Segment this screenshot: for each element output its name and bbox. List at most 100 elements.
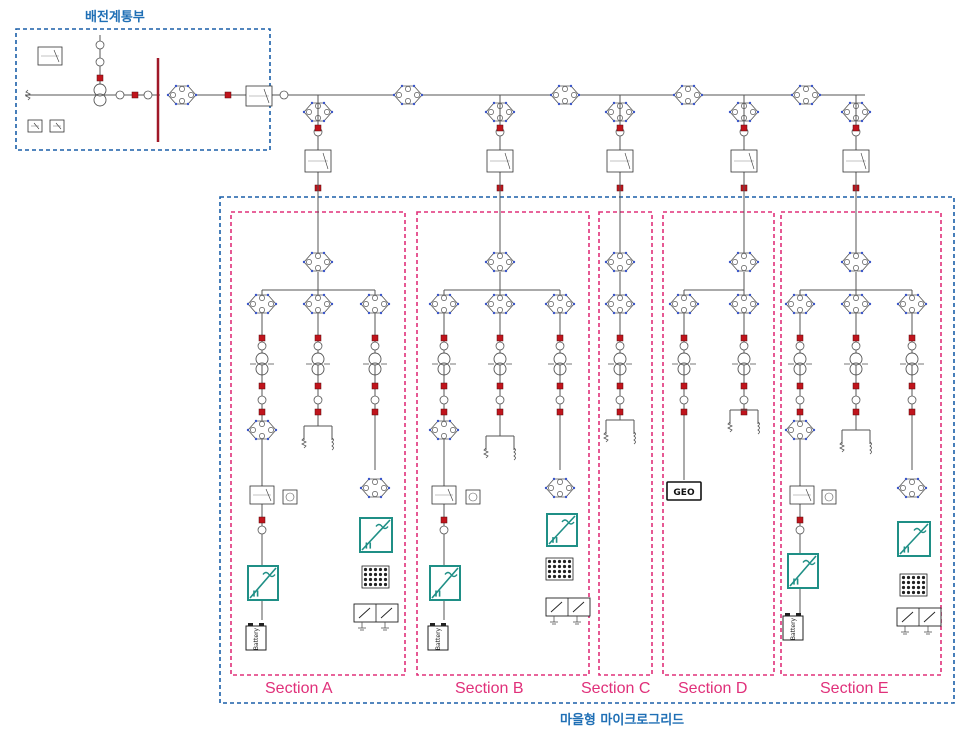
breaker-icon	[908, 408, 916, 416]
meter-cluster-icon	[428, 293, 460, 315]
inverter-icon	[897, 521, 931, 557]
meter-cluster-icon	[604, 293, 636, 315]
meter-cluster-icon	[246, 419, 278, 441]
section-b-frame	[416, 211, 590, 676]
measurement-icon	[95, 40, 105, 50]
breaker-icon	[496, 124, 504, 132]
load-resistor-icon	[25, 89, 31, 101]
measurement-icon	[795, 341, 805, 351]
measurement-icon	[851, 395, 861, 405]
breaker-icon	[616, 124, 624, 132]
microgrid-frame	[219, 196, 955, 704]
breaker-icon	[556, 334, 564, 342]
battery-label: Battery	[790, 617, 797, 640]
breaker-icon	[496, 334, 504, 342]
controller-block-icon	[606, 149, 634, 173]
switch-panel-icon	[896, 607, 942, 627]
breaker-icon	[852, 382, 860, 390]
controller-block-icon	[249, 485, 275, 505]
breaker-icon	[852, 334, 860, 342]
breaker-icon	[314, 382, 322, 390]
measurement-icon	[679, 341, 689, 351]
breaker-icon	[314, 124, 322, 132]
measurement-icon	[257, 341, 267, 351]
transformer-icon	[900, 352, 924, 376]
breaker-icon	[440, 334, 448, 342]
transformer-icon	[548, 352, 572, 376]
transformer-icon	[788, 352, 812, 376]
transformer-icon	[732, 352, 756, 376]
measurement-panel-icon	[821, 489, 837, 505]
meter-cluster-icon	[840, 251, 872, 273]
breaker-icon	[852, 408, 860, 416]
load-resistor-icon	[839, 441, 845, 453]
meter-cluster-icon	[896, 477, 928, 499]
meter-cluster-icon	[544, 293, 576, 315]
breaker-icon	[740, 408, 748, 416]
distribution-system-title: 배전계통부	[85, 10, 145, 25]
meter-cluster-icon	[302, 293, 334, 315]
measurement-icon	[495, 341, 505, 351]
measurement-icon	[495, 395, 505, 405]
transformer-icon	[306, 352, 330, 376]
section-e-label: Section E	[820, 680, 889, 697]
measurement-panel-icon	[282, 489, 298, 505]
transformer-icon	[608, 352, 632, 376]
ground-icon	[381, 622, 389, 631]
breaker-icon	[371, 408, 379, 416]
measurement-icon	[907, 395, 917, 405]
breaker-icon	[440, 408, 448, 416]
meter-cluster-icon	[728, 293, 760, 315]
microgrid-title: 마을형 마이크로그리드	[560, 713, 685, 728]
meter-cluster-icon	[484, 293, 516, 315]
meter-cluster-icon	[544, 477, 576, 499]
breaker-icon	[740, 124, 748, 132]
breaker-icon	[314, 334, 322, 342]
measurement-icon	[615, 341, 625, 351]
load-resistor-icon	[603, 431, 609, 443]
meter-cluster-icon	[604, 251, 636, 273]
battery-label: Battery	[435, 627, 442, 650]
measurement-icon	[739, 341, 749, 351]
section-c-label: Section C	[581, 680, 651, 697]
measurement-icon	[313, 395, 323, 405]
controller-block-icon	[431, 485, 457, 505]
measurement-icon	[95, 57, 105, 67]
inverter-icon	[429, 565, 461, 601]
breaker-icon	[740, 382, 748, 390]
measurement-icon	[279, 90, 289, 100]
section-e-frame	[780, 211, 942, 676]
battery-module-array-icon	[899, 573, 928, 597]
measurement-icon	[851, 341, 861, 351]
load-resistor-icon	[483, 447, 489, 459]
breaker-icon	[556, 382, 564, 390]
breaker-icon	[908, 382, 916, 390]
measurement-icon	[679, 395, 689, 405]
breaker-icon	[796, 408, 804, 416]
transformer-icon	[844, 352, 868, 376]
meter-cluster-icon	[302, 251, 334, 273]
breaker-icon	[314, 408, 322, 416]
measurement-icon	[115, 90, 125, 100]
meter-cluster-icon	[359, 293, 391, 315]
breaker-icon	[440, 516, 448, 524]
measurement-icon	[313, 341, 323, 351]
controller-block-icon	[730, 149, 758, 173]
transformer-icon	[432, 352, 456, 376]
measurement-icon	[739, 395, 749, 405]
breaker-icon	[224, 91, 232, 99]
breaker-icon	[796, 516, 804, 524]
meter-cluster-icon	[672, 84, 704, 106]
measurement-icon	[555, 341, 565, 351]
distribution-system-frame	[15, 28, 271, 151]
geo-generator-icon: GEO	[666, 481, 702, 501]
breaker-icon	[852, 124, 860, 132]
meter-cluster-icon	[896, 293, 928, 315]
controller-block-icon	[486, 149, 514, 173]
load-inductor-icon	[633, 431, 636, 445]
load-inductor-icon	[757, 421, 760, 435]
ground-icon	[924, 626, 932, 635]
battery-icon: Battery	[245, 623, 267, 651]
measurement-icon	[439, 525, 449, 535]
